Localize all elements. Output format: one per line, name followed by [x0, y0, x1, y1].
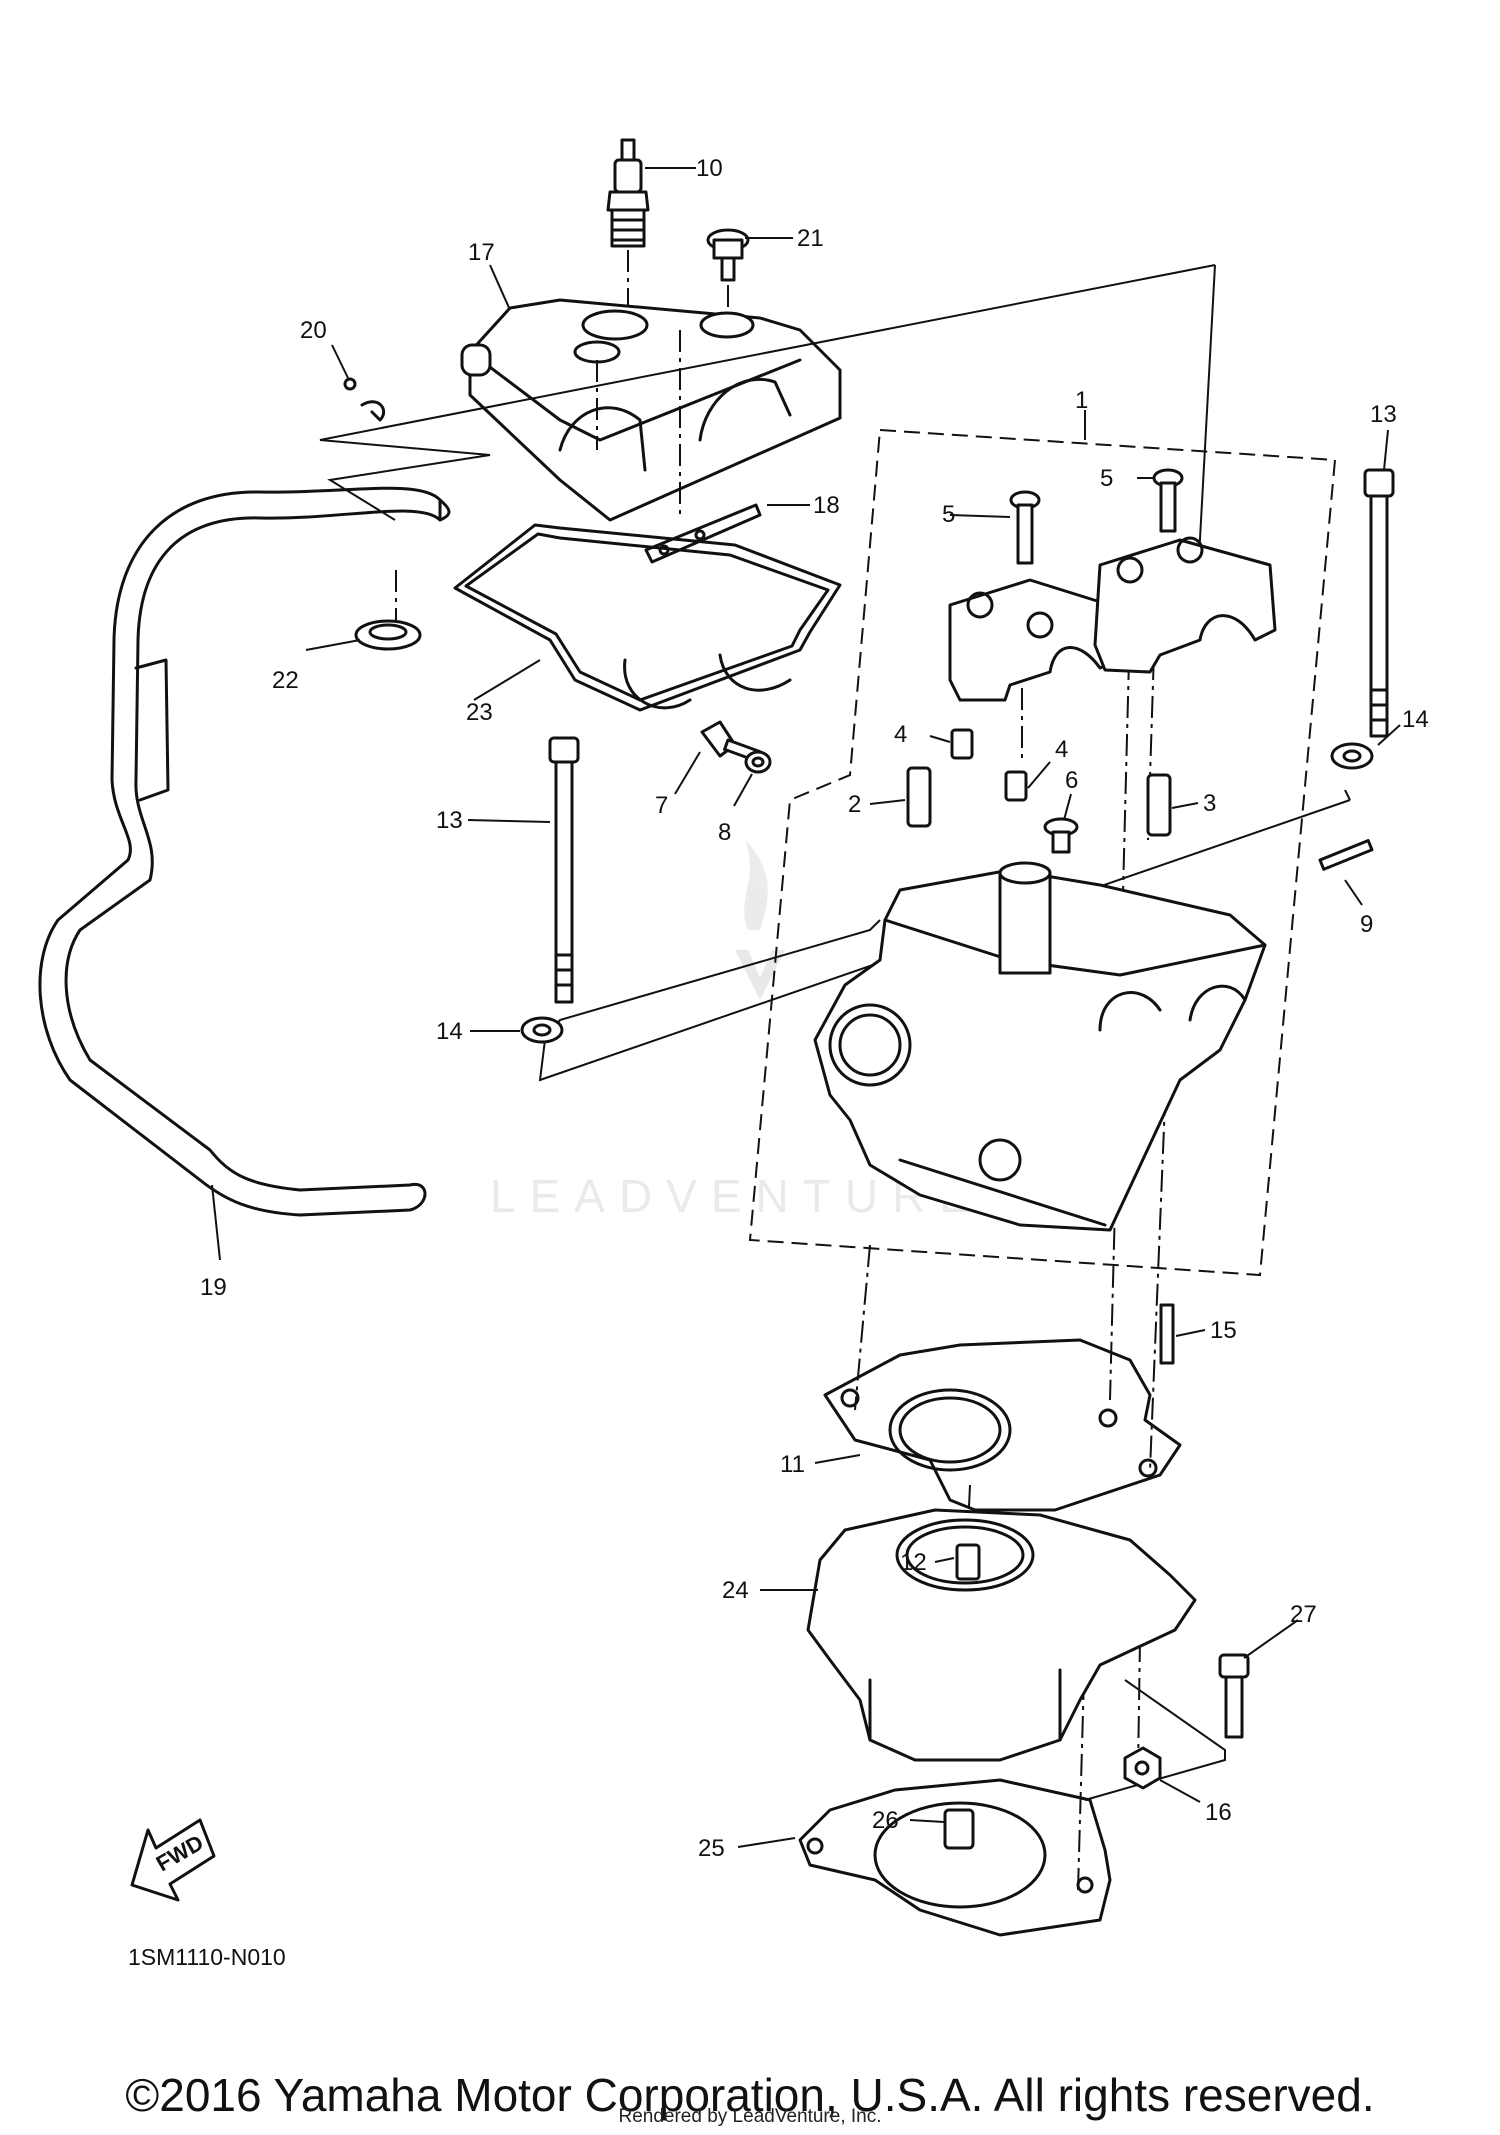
callout-2: 2 [848, 791, 861, 818]
callout-14a: 14 [436, 1018, 463, 1045]
head-bolts [520, 468, 1395, 1044]
callout-22: 22 [272, 667, 299, 694]
copyright-notice: ©2016 Yamaha Motor Corporation, U.S.A. A… [125, 2069, 1375, 2121]
diagram-code: 1SM1110-N010 [128, 1944, 286, 1970]
oil-plug [706, 228, 750, 315]
callout-21: 21 [797, 225, 824, 252]
callout-13a: 13 [436, 807, 463, 834]
callout-6: 6 [1065, 767, 1078, 794]
cylinder-head [813, 861, 1267, 1232]
callout-27: 27 [1290, 1601, 1317, 1628]
stud-15 [1159, 1303, 1175, 1365]
assembly-frame [748, 429, 1337, 1277]
cylinder-gasket [823, 1338, 1182, 1512]
callout-17: 17 [468, 239, 495, 266]
spark-plug [606, 138, 650, 320]
nut-16 [1123, 1746, 1162, 1790]
callout-16: 16 [1205, 1799, 1232, 1826]
callout-25: 25 [698, 1835, 725, 1862]
callout-9: 9 [1360, 911, 1373, 938]
camshaft-caps [948, 468, 1277, 802]
callout-5b: 5 [1100, 465, 1113, 492]
callout-15: 15 [1210, 1317, 1237, 1344]
callout-11: 11 [780, 1451, 805, 1478]
cylinder [806, 1508, 1197, 1762]
bracket [644, 503, 762, 564]
clip [343, 377, 386, 422]
callout-1: 1 [1075, 387, 1088, 414]
callout-20: 20 [300, 317, 327, 344]
stud-9 [1318, 839, 1374, 871]
base-gasket [798, 1778, 1112, 1937]
callout-24: 24 [722, 1577, 749, 1604]
oil-seal [354, 619, 422, 651]
callout-18: 18 [813, 492, 840, 519]
callout-12: 12 [900, 1549, 927, 1576]
callout-5a: 5 [942, 501, 955, 528]
callout-7: 7 [655, 792, 668, 819]
callout-4b: 4 [1055, 736, 1068, 763]
head-cover-gasket [453, 523, 842, 712]
callout-labels: 10 21 17 20 1 18 22 23 5 5 13 14 13 14 7… [200, 155, 1429, 1862]
callout-14b: 14 [1402, 706, 1429, 733]
rendered-by: Rendered by LeadVenture, Inc. [618, 2106, 882, 2127]
callout-19: 19 [200, 1274, 227, 1301]
callout-leaders [211, 167, 1401, 1848]
valve-guides [906, 766, 1172, 854]
callout-4a: 4 [894, 721, 907, 748]
forward-arrow-icon: FWD [130, 1818, 216, 1902]
callout-10: 10 [696, 155, 723, 182]
bolt-27 [1218, 1653, 1250, 1739]
breather-hose [38, 486, 451, 1217]
bolt-and-washer [700, 720, 772, 774]
callout-13b: 13 [1370, 401, 1397, 428]
callout-26: 26 [872, 1807, 899, 1834]
callout-8: 8 [718, 819, 731, 846]
head-cover [460, 298, 842, 522]
callout-3: 3 [1203, 790, 1216, 817]
callout-23: 23 [466, 699, 493, 726]
